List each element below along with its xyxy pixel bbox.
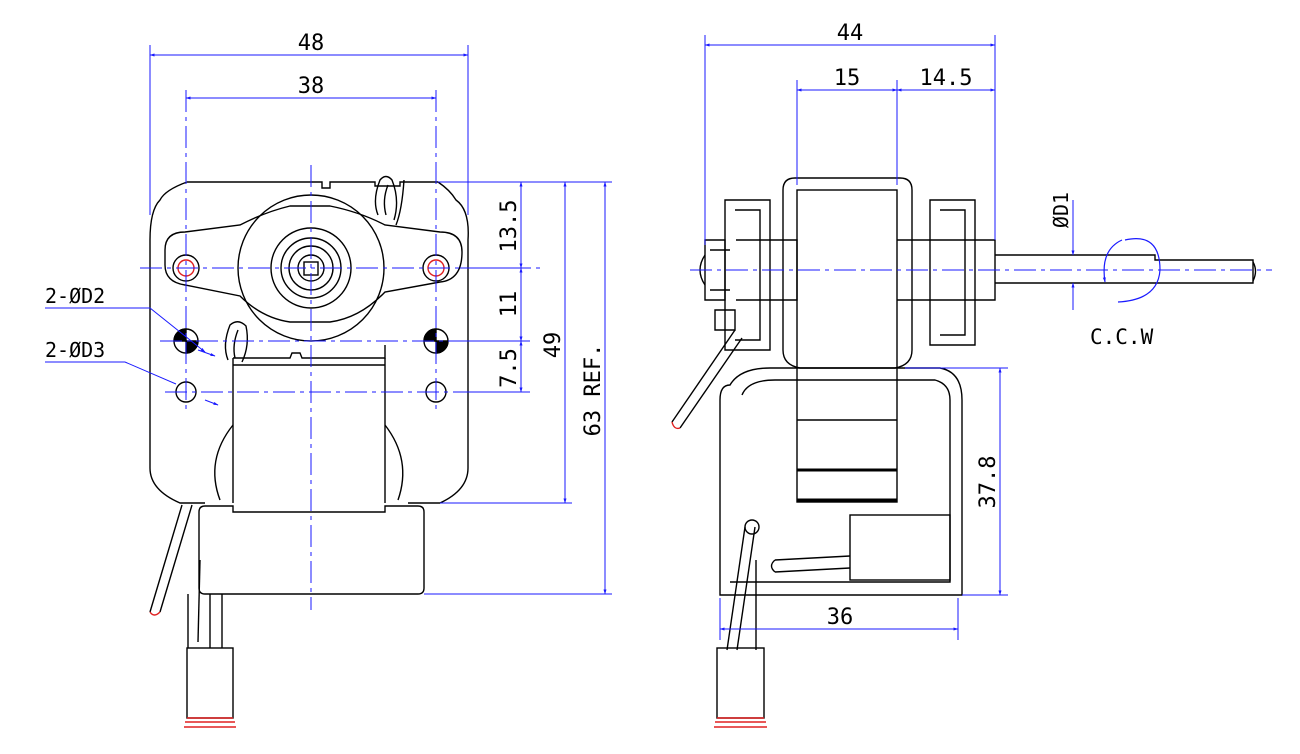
dim-shaft-dia: ØD1 [1049,192,1073,228]
front-capacitor [198,505,425,595]
front-extension-lines [149,45,612,595]
dim-middle-offset: 11 [497,291,522,318]
dim-cap-height: 37.8 [976,456,1001,509]
dim-bracket-height: 49 [541,332,566,359]
dim-hole-spacing: 38 [298,74,325,99]
rotation-arrow [1102,238,1161,303]
side-dimension-text: 44 15 14.5 ØD1 37.8 36 C.C.W [827,21,1154,630]
callout-d3: 2-ØD3 [45,338,105,362]
dim-overall-depth: 44 [837,21,864,46]
side-shaft [995,254,1254,284]
front-arm-plate [164,205,463,323]
dim-overall-width: 48 [298,31,325,56]
dim-cap-width: 36 [827,605,854,630]
front-dimension-lines [45,53,607,595]
dim-lower-offset: 7.5 [497,348,522,388]
side-extension-lines [704,35,1008,640]
dim-stack-width: 15 [834,66,861,91]
side-dimension-lines [704,43,1075,631]
dim-overall-height: 63 REF. [581,344,606,437]
dim-shaft-offset: 14.5 [920,66,973,91]
side-view [671,177,1257,728]
dim-upper-offset: 13.5 [497,200,522,253]
rotation-label: C.C.W [1090,325,1154,349]
front-view [149,175,469,728]
front-dimension-text: 48 38 13.5 11 7.5 49 63 REF. 2-ØD2 2-ØD3 [45,31,606,436]
front-bracket-outline [149,181,469,504]
callout-d2: 2-ØD2 [45,284,105,308]
front-centerlines [140,90,540,610]
